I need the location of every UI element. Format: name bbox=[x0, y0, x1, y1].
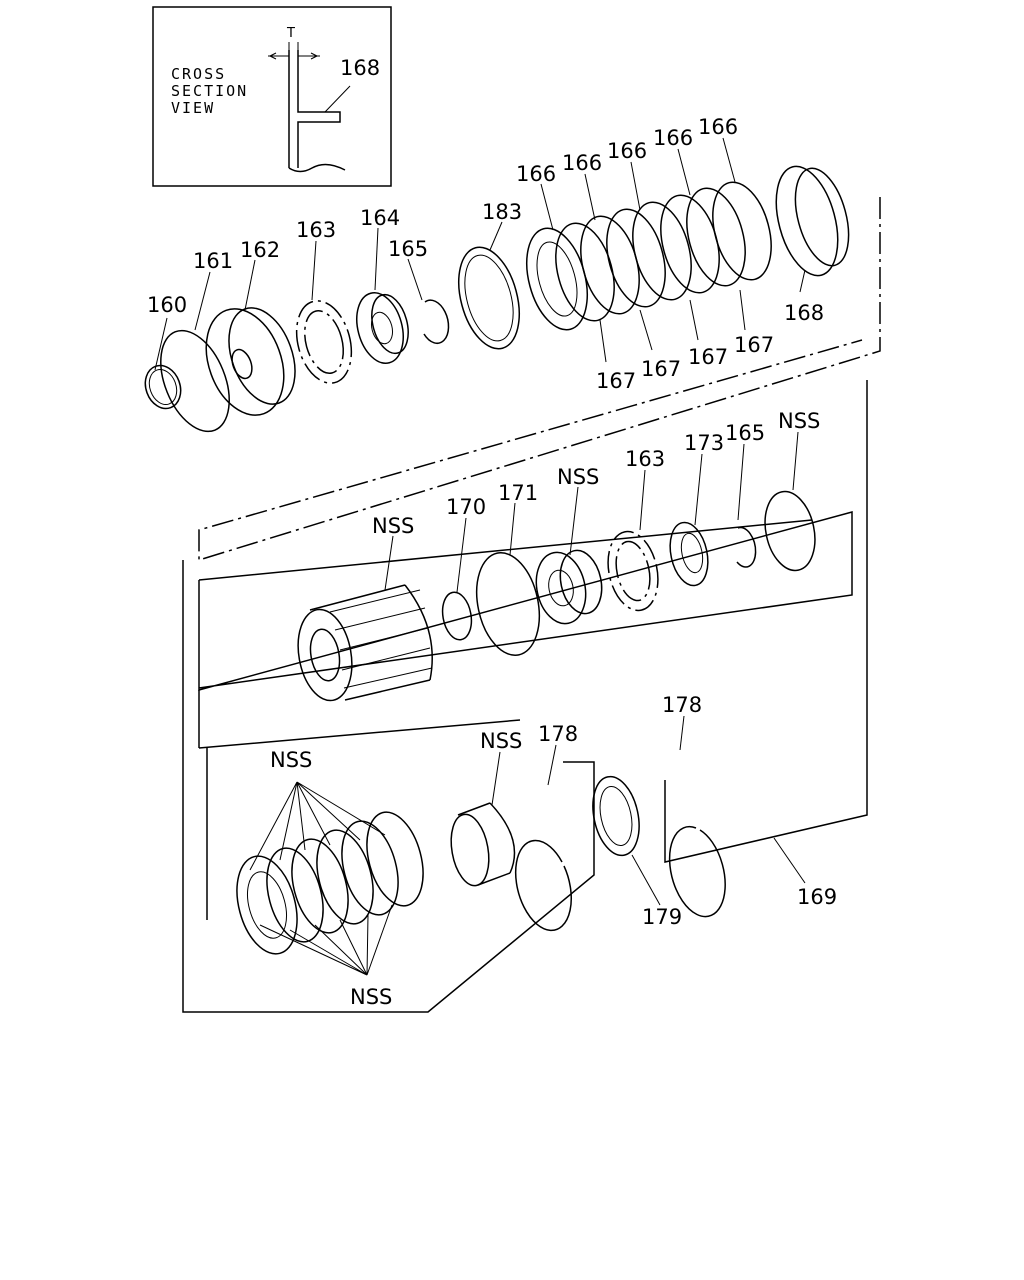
label-nss-gear: NSS bbox=[372, 514, 414, 538]
label-164: 164 bbox=[360, 206, 400, 230]
label-179: 179 bbox=[642, 905, 682, 929]
label-163-top: 163 bbox=[296, 218, 336, 242]
part-178-snap-ring-right bbox=[668, 825, 726, 918]
label-162: 162 bbox=[240, 238, 280, 262]
part-163-spring-middle bbox=[607, 530, 659, 612]
label-nss-hub: NSS bbox=[557, 465, 599, 489]
part-178-snap-ring-left bbox=[514, 839, 573, 932]
part-163-return-spring bbox=[295, 300, 353, 384]
inset-title-line1: CROSS bbox=[171, 65, 226, 83]
label-167-b: 167 bbox=[641, 357, 681, 381]
inset-title-line3: VIEW bbox=[171, 99, 215, 117]
label-178-left: 178 bbox=[538, 722, 578, 746]
label-160: 160 bbox=[147, 293, 187, 317]
part-171-seal bbox=[475, 552, 541, 656]
label-169: 169 bbox=[797, 885, 837, 909]
group-outline-outer bbox=[182, 560, 595, 1013]
label-165-top: 165 bbox=[388, 237, 428, 261]
part-183-plate bbox=[458, 246, 520, 350]
label-166-e: 166 bbox=[698, 115, 738, 139]
label-178-right: 178 bbox=[662, 693, 702, 717]
nss-piston-hub bbox=[535, 549, 603, 625]
label-170: 170 bbox=[446, 495, 486, 519]
nss-drum bbox=[450, 802, 516, 887]
part-168-pressure-plate bbox=[775, 165, 850, 277]
label-nss-ring: NSS bbox=[778, 409, 820, 433]
label-166-c: 166 bbox=[607, 139, 647, 163]
part-164-spring-retainer bbox=[356, 292, 409, 364]
callout-labels: 160 161 162 163 164 165 183 166 166 166 … bbox=[147, 115, 837, 1009]
group-outline-middle bbox=[198, 511, 853, 691]
label-nss-drum: NSS bbox=[480, 729, 522, 753]
label-171: 171 bbox=[498, 481, 538, 505]
nss-gear-hub bbox=[297, 584, 433, 702]
label-nss-plates-bottom: NSS bbox=[350, 985, 392, 1009]
label-166-b: 166 bbox=[562, 151, 602, 175]
part-165-snap-ring bbox=[423, 299, 450, 344]
part-162-piston bbox=[205, 307, 296, 416]
label-167-c: 167 bbox=[688, 345, 728, 369]
label-165-middle: 165 bbox=[725, 421, 765, 445]
label-166-d: 166 bbox=[653, 126, 693, 150]
label-168: 168 bbox=[784, 301, 824, 325]
leader-169 bbox=[773, 837, 806, 884]
part-160-snap-ring bbox=[144, 364, 182, 410]
label-173: 173 bbox=[684, 431, 724, 455]
inset-title-line2: SECTION bbox=[171, 82, 248, 100]
leader-lines bbox=[154, 137, 806, 806]
label-167-a: 167 bbox=[596, 369, 636, 393]
inset-part-label: 168 bbox=[340, 56, 380, 80]
label-167-d: 167 bbox=[734, 333, 774, 357]
part-179-gear-ring bbox=[592, 775, 661, 906]
label-183: 183 bbox=[482, 200, 522, 224]
part-165-snap-ring-middle bbox=[736, 526, 757, 568]
label-166-a: 166 bbox=[516, 162, 556, 186]
label-161: 161 bbox=[193, 249, 233, 273]
label-nss-plates-top: NSS bbox=[270, 748, 312, 772]
part-161-seal-ring bbox=[160, 329, 230, 433]
label-163-middle: 163 bbox=[625, 447, 665, 471]
inset-dimension-label: T bbox=[286, 26, 295, 41]
part-173-retainer bbox=[669, 521, 709, 587]
cross-section-inset: CROSS SECTION VIEW T 168 bbox=[152, 6, 392, 187]
nss-clutch-plates bbox=[236, 781, 424, 976]
nss-ring bbox=[764, 490, 816, 572]
clutch-pack-166-167 bbox=[526, 181, 772, 331]
group-outline-upper bbox=[198, 197, 881, 562]
part-170-ring bbox=[441, 591, 473, 641]
